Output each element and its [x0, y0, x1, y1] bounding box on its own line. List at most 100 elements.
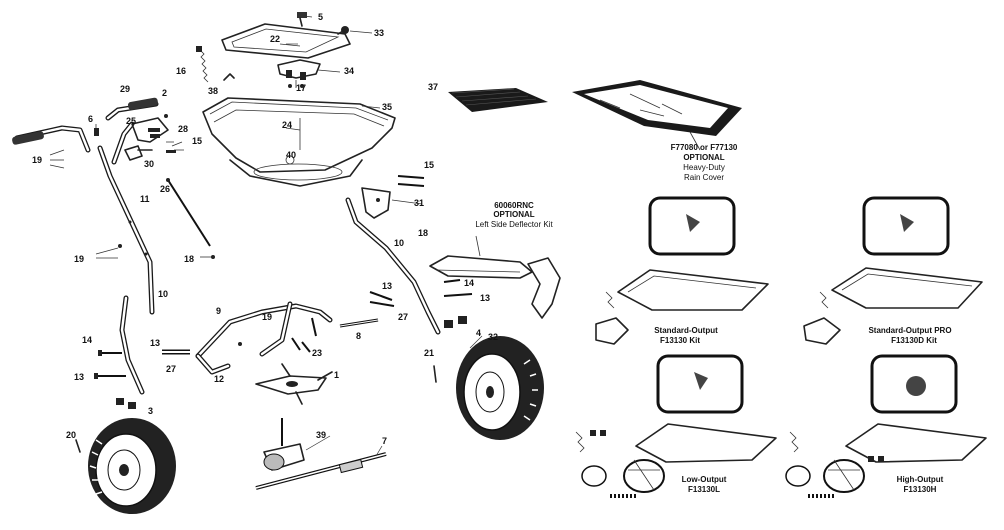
- handle-tube-11: [97, 145, 155, 315]
- part-label-15a: 15: [192, 136, 202, 146]
- bolt-6: [94, 124, 99, 136]
- kit-1-code: F13130 Kit: [660, 336, 700, 345]
- part-label-19b: 19: [74, 254, 84, 264]
- screen-mat: [448, 88, 548, 112]
- knob-part: [297, 12, 307, 27]
- rain-cover-name: Rain Cover: [684, 173, 724, 182]
- hopper-cover-frame: [221, 23, 351, 59]
- screw-set-19-mid: [95, 244, 122, 259]
- wheel-left: [88, 418, 176, 514]
- pin-20: [75, 439, 81, 453]
- part-label-26: 26: [160, 184, 170, 194]
- leg-tube-left: [119, 295, 145, 395]
- part-label-40: 40: [286, 150, 296, 160]
- part-label-10a: 10: [158, 289, 168, 299]
- bolt-13-left: [94, 373, 126, 379]
- part-label-1: 1: [334, 370, 339, 380]
- control-bracket: [131, 114, 169, 143]
- handle-grip-left: [12, 125, 91, 153]
- small-clip: [223, 73, 235, 81]
- kit-3-name: Low-Output: [682, 475, 727, 484]
- part-label-13c: 13: [382, 281, 392, 291]
- part-label-28: 28: [178, 124, 188, 134]
- pin-21: [433, 365, 437, 383]
- spring-part: [196, 46, 209, 83]
- part-label-13b: 13: [150, 338, 160, 348]
- kit-4-name: High-Output: [897, 475, 944, 484]
- part-labels: 5 33 22 16 34 38 17 37 35 29 2 6 25 28 2…: [32, 12, 498, 446]
- part-label-3: 3: [148, 406, 153, 416]
- part-label-13d: 13: [480, 293, 490, 303]
- part-label-20: 20: [66, 430, 76, 440]
- part-label-25: 25: [126, 116, 136, 126]
- bolt-set-23: [291, 317, 317, 353]
- part-label-33: 33: [374, 28, 384, 38]
- kit-low-output: [575, 354, 777, 498]
- rain-cover: [572, 80, 742, 151]
- leg-tube-right: [345, 197, 441, 335]
- part-label-27a: 27: [166, 364, 176, 374]
- bolt-part: [337, 26, 349, 35]
- axle-pin-8: [339, 318, 379, 328]
- deflector-code: 60060RNC: [494, 201, 534, 210]
- deflector-optional: OPTIONAL: [493, 210, 534, 219]
- kit-labels: Standard-Output F13130 Kit Standard-Outp…: [654, 326, 951, 494]
- part-label-9: 9: [216, 306, 221, 316]
- part-label-38: 38: [208, 86, 218, 96]
- wheel-right: [456, 336, 544, 440]
- deflector-callout: 60060RNC OPTIONAL Left Side Deflector Ki…: [475, 201, 553, 229]
- part-label-11: 11: [140, 194, 150, 204]
- leader-lines: [285, 15, 483, 457]
- rain-cover-code: F77080 or F77130: [671, 143, 738, 152]
- axle-7: [255, 452, 387, 490]
- part-label-30: 30: [144, 159, 154, 169]
- nut-3: [116, 398, 136, 409]
- drive-shaft: [263, 418, 305, 471]
- part-label-16: 16: [176, 66, 186, 76]
- kit-high-output: [785, 354, 987, 498]
- part-label-21: 21: [424, 348, 434, 358]
- bolt-set-15: [397, 175, 425, 187]
- part-label-19a: 19: [32, 155, 42, 165]
- part-label-32: 32: [488, 332, 498, 342]
- screw-set-19-top: [49, 149, 65, 169]
- part-label-39: 39: [316, 430, 326, 440]
- part-label-12: 12: [214, 374, 224, 384]
- rain-cover-callout: F77080 or F77130 OPTIONAL Heavy-Duty Rai…: [671, 143, 738, 182]
- part-label-5: 5: [318, 12, 323, 22]
- part-label-19c: 19: [262, 312, 272, 322]
- part-label-23: 23: [312, 348, 322, 358]
- part-label-18a: 18: [184, 254, 194, 264]
- part-label-29: 29: [120, 84, 130, 94]
- rain-cover-type: Heavy-Duty: [683, 163, 725, 172]
- rain-cover-optional: OPTIONAL: [683, 153, 724, 162]
- kit-standard-output-pro: [803, 196, 983, 345]
- part-label-17: 17: [296, 83, 306, 93]
- bolt-14-right: [443, 279, 461, 283]
- part-label-4: 4: [476, 328, 481, 338]
- impeller: [255, 363, 333, 405]
- part-label-18b: 18: [418, 228, 428, 238]
- bolt-13-right: [443, 293, 473, 297]
- part-label-14a: 14: [82, 335, 92, 345]
- kit-standard-output: [595, 196, 769, 345]
- part-label-7: 7: [382, 436, 387, 446]
- gearbox-cover: [277, 59, 321, 88]
- part-label-34: 34: [344, 66, 354, 76]
- bolt-14-left: [98, 350, 122, 356]
- pin-18-left: [200, 255, 215, 259]
- kit-2-code: F13130D Kit: [891, 336, 937, 345]
- kit-3-code: F13130L: [688, 485, 720, 494]
- kit-4-code: F13130H: [904, 485, 937, 494]
- part-label-27b: 27: [398, 312, 408, 322]
- part-label-10b: 10: [394, 238, 404, 248]
- kit-1-name: Standard-Output: [654, 326, 718, 335]
- part-label-8: 8: [356, 331, 361, 341]
- bolt-set-13-mid: [369, 291, 395, 307]
- control-rod-26: [166, 178, 211, 247]
- handle-grip-right: [105, 97, 159, 121]
- part-label-24: 24: [282, 120, 292, 130]
- part-label-37: 37: [428, 82, 438, 92]
